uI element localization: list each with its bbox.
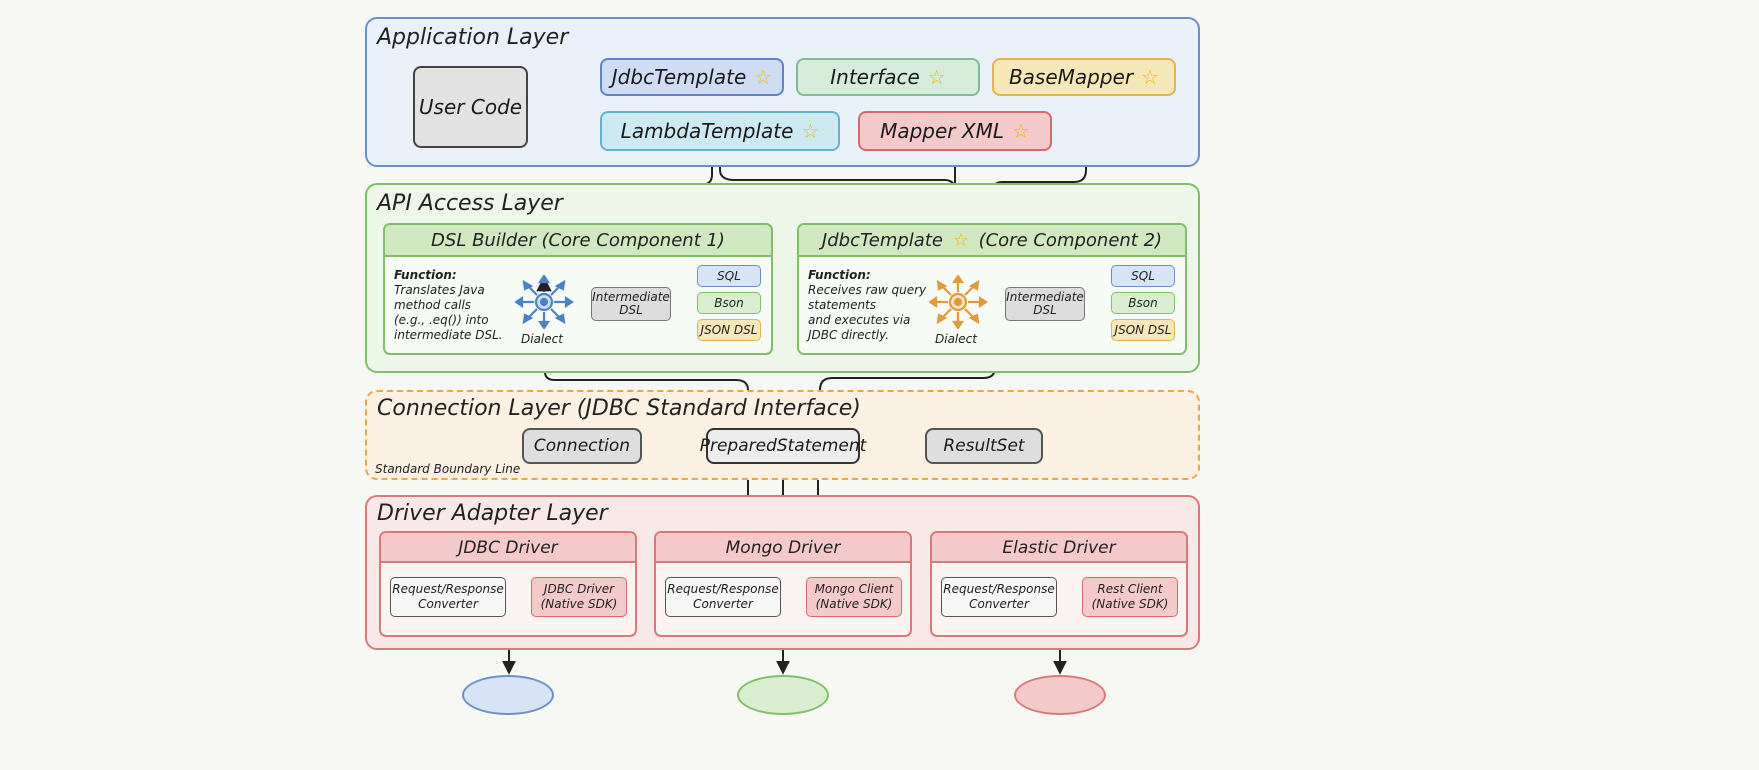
api-access-layer-title: API Access Layer (377, 191, 563, 216)
result-set-box[interactable]: ResultSet (925, 428, 1043, 464)
interface-box[interactable]: Interface ☆ (796, 58, 980, 96)
boundary-label: Standard Boundary Line (375, 462, 521, 476)
driver-adapter-layer-title: Driver Adapter Layer (377, 501, 608, 526)
native-sdk-label: Mongo Client (Native SDK) (814, 582, 894, 611)
native-sdk-box[interactable]: Mongo Client (Native SDK) (806, 577, 902, 617)
jdbc-driver-title: JDBC Driver (458, 538, 558, 558)
elastic-driver-panel: Elastic Driver Request/Response Converte… (930, 531, 1188, 637)
json-dsl-output[interactable]: JSON DSL (697, 319, 761, 341)
prepared-statement-box[interactable]: PreparedStatement (700, 428, 866, 464)
jdbc-template-label: JdbcTemplate (611, 65, 747, 89)
database-icon (462, 675, 554, 715)
function-line: intermediate DSL. (394, 328, 503, 342)
native-sdk-label: Rest Client (Native SDK) (1091, 582, 1169, 611)
jdbc-driver-panel: JDBC Driver Request/Response Converter J… (379, 531, 637, 637)
interface-label: Interface (830, 65, 920, 89)
lambda-template-label: LambdaTemplate (620, 119, 794, 143)
connection-layer-title: Connection Layer (JDBC Standard Interfac… (377, 396, 861, 421)
function-line: Receives raw query (808, 283, 927, 297)
converter-box[interactable]: Request/Response Converter (390, 577, 506, 617)
converter-label: Request/Response Converter (667, 582, 779, 611)
jdbc-template-header: JdbcTemplate ☆ (Core Component 2) (799, 225, 1185, 257)
intermediate-dsl-box[interactable]: Intermediate DSL (591, 287, 671, 321)
dsl-builder-panel: DSL Builder (Core Component 1) Function:… (383, 223, 773, 355)
json-dsl-label: JSON DSL (700, 323, 758, 337)
star-icon: ☆ (1141, 65, 1160, 89)
gear-icon (515, 275, 574, 329)
dsl-builder-title: DSL Builder (Core Component 1) (431, 230, 725, 251)
jdbc-template-panel-title: JdbcTemplate (821, 230, 943, 251)
intermediate-dsl-box[interactable]: Intermediate DSL (1005, 287, 1085, 321)
bson-label: Bson (1128, 296, 1158, 310)
intermediate-dsl-label: Intermediate DSL (592, 290, 670, 317)
function-line: and executes via (808, 313, 911, 327)
connection-label: Connection (533, 436, 631, 456)
function-line: statements (808, 298, 877, 312)
star-icon: ☆ (927, 65, 946, 89)
jdbc-driver-header: JDBC Driver (381, 533, 635, 563)
sql-label: SQL (717, 269, 741, 283)
base-mapper-box[interactable]: BaseMapper ☆ (992, 58, 1176, 96)
connection-box[interactable]: Connection (522, 428, 642, 464)
database-icon (1014, 675, 1106, 715)
dialect-label: Dialect (521, 332, 563, 346)
dialect-label: Dialect (935, 332, 977, 346)
mongo-driver-title: Mongo Driver (725, 538, 841, 558)
bson-output[interactable]: Bson (697, 292, 761, 314)
base-mapper-label: BaseMapper (1008, 65, 1134, 89)
function-label: Function: (808, 268, 871, 282)
jdbc-template-panel-suffix: (Core Component 2) (978, 230, 1163, 251)
star-icon: ☆ (1011, 119, 1030, 143)
jdbc-template-function: Function: Receives raw query statements … (808, 268, 933, 343)
mongo-driver-panel: Mongo Driver Request/Response Converter … (654, 531, 912, 637)
native-sdk-label: JDBC Driver (Native SDK) (540, 582, 618, 611)
converter-label: Request/Response Converter (943, 582, 1055, 611)
function-label: Function: (394, 268, 457, 282)
application-layer-title: Application Layer (377, 25, 569, 50)
gear-icon (929, 275, 988, 329)
sql-output[interactable]: SQL (1111, 265, 1175, 287)
bson-label: Bson (714, 296, 744, 310)
dsl-builder-function: Function: Translates Java method calls (… (394, 268, 512, 343)
user-code-box[interactable]: User Code (413, 66, 528, 148)
native-sdk-box[interactable]: JDBC Driver (Native SDK) (531, 577, 627, 617)
json-dsl-label: JSON DSL (1114, 323, 1172, 337)
mapper-xml-box[interactable]: Mapper XML ☆ (858, 111, 1052, 151)
native-sdk-box[interactable]: Rest Client (Native SDK) (1082, 577, 1178, 617)
jdbc-template-panel: JdbcTemplate ☆ (Core Component 2) Functi… (797, 223, 1187, 355)
jdbc-template-box[interactable]: JdbcTemplate ☆ (600, 58, 784, 96)
function-line: Translates Java (394, 283, 485, 297)
sql-output[interactable]: SQL (697, 265, 761, 287)
mongo-driver-header: Mongo Driver (656, 533, 910, 563)
bson-output[interactable]: Bson (1111, 292, 1175, 314)
function-line: method calls (394, 298, 472, 312)
sql-label: SQL (1131, 269, 1155, 283)
database-icon (737, 675, 829, 715)
converter-label: Request/Response Converter (392, 582, 504, 611)
converter-box[interactable]: Request/Response Converter (665, 577, 781, 617)
intermediate-dsl-label: Intermediate DSL (1006, 290, 1084, 317)
converter-box[interactable]: Request/Response Converter (941, 577, 1057, 617)
star-icon: ☆ (754, 65, 773, 89)
function-line: JDBC directly. (808, 328, 890, 342)
prepared-statement-label: PreparedStatement (699, 436, 867, 456)
function-line: (e.g., .eq()) into (394, 313, 489, 327)
json-dsl-output[interactable]: JSON DSL (1111, 319, 1175, 341)
user-code-label: User Code (418, 95, 523, 119)
mapper-xml-label: Mapper XML (880, 119, 1004, 143)
star-icon: ☆ (952, 230, 969, 251)
result-set-label: ResultSet (943, 436, 1025, 456)
elastic-driver-title: Elastic Driver (1002, 538, 1116, 558)
lambda-template-box[interactable]: LambdaTemplate ☆ (600, 111, 840, 151)
star-icon: ☆ (801, 119, 820, 143)
dsl-builder-header: DSL Builder (Core Component 1) (385, 225, 771, 257)
elastic-driver-header: Elastic Driver (932, 533, 1186, 563)
